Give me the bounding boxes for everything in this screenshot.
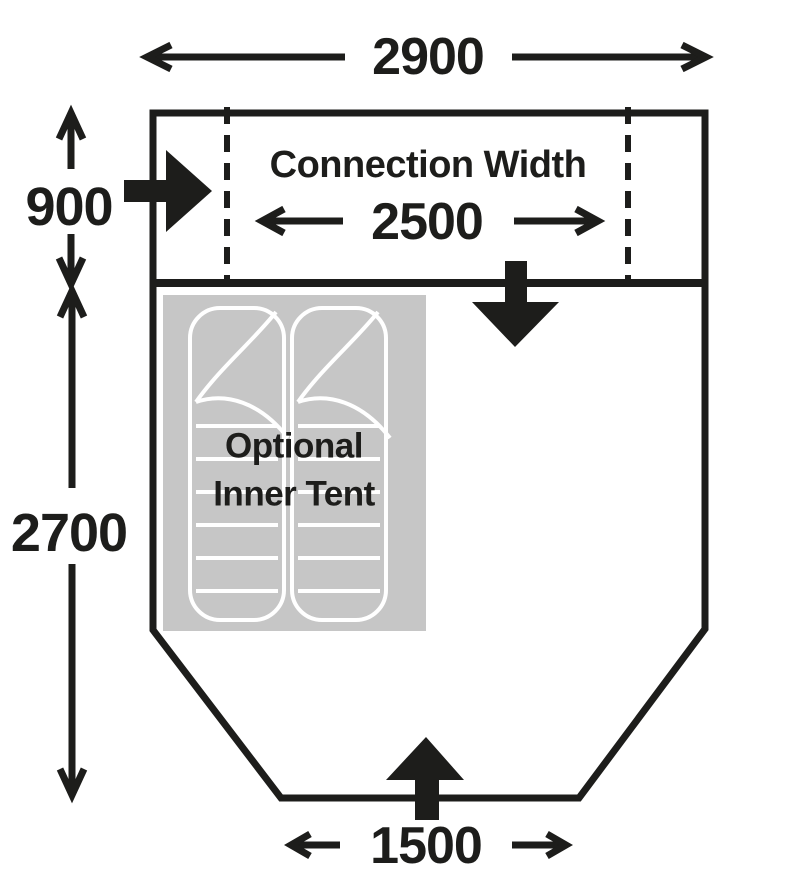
rear-entrance-arrow-icon (386, 737, 464, 820)
front-depth-value: 900 (25, 177, 113, 237)
rear-width-value: 1500 (370, 817, 483, 875)
dimension-arrow-main-depth (56, 282, 88, 804)
dimension-arrow-front-depth (55, 104, 87, 293)
front-entrance-arrow-icon (472, 261, 559, 347)
inner-tent-label-line1: Optional (225, 426, 363, 466)
main-depth-value: 2700 (10, 503, 128, 563)
inner-tent-label-line2: Inner Tent (213, 474, 375, 514)
overall-width-value: 2900 (372, 28, 485, 86)
connection-width-value: 2500 (371, 193, 484, 251)
tent-outline (149, 109, 709, 802)
dimension-arrow-overall-width (139, 41, 714, 73)
connection-boundary-dashed-lines (224, 107, 631, 283)
connection-width-label: Connection Width (269, 144, 587, 186)
dimension-arrow-connection-width (254, 205, 606, 237)
sleeping-bag-icon (290, 306, 392, 622)
side-entrance-arrow-icon (124, 150, 212, 232)
sleeping-bag-icon (188, 306, 290, 622)
dimension-arrow-rear-width (284, 830, 573, 860)
